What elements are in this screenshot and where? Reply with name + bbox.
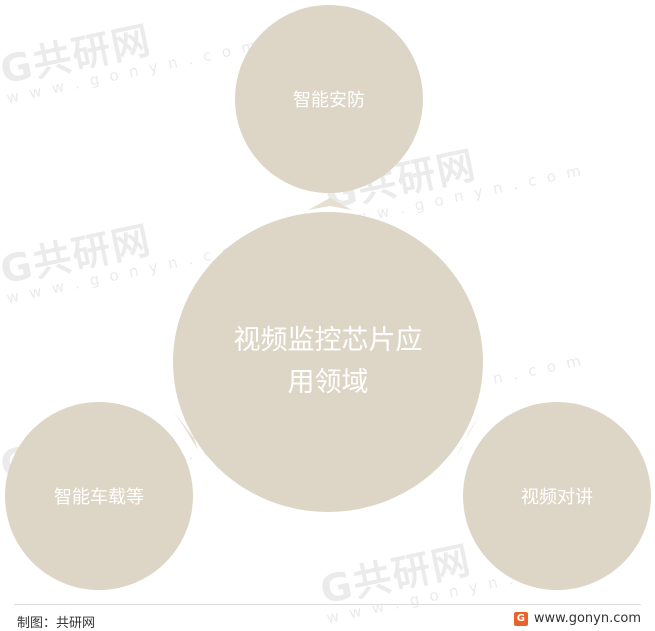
footer-site[interactable]: G www.gonyn.com bbox=[513, 611, 641, 626]
node-top-circle: 智能安防 bbox=[235, 5, 423, 193]
center-label-line2: 用领域 bbox=[287, 367, 369, 398]
node-label-left: 智能车载等 bbox=[54, 487, 144, 508]
center-label: 视频监控芯片应 用领域 bbox=[218, 320, 438, 404]
node-label-right: 视频对讲 bbox=[521, 487, 593, 508]
footer-site-url[interactable]: www.gonyn.com bbox=[533, 611, 641, 626]
node-label-top: 智能安防 bbox=[293, 90, 365, 111]
footer-credit: 制图：共研网 bbox=[17, 616, 96, 631]
node-left-circle: 智能车载等 bbox=[5, 402, 193, 590]
connector-top bbox=[308, 198, 352, 210]
center-circle: 视频监控芯片应 用领域 bbox=[173, 212, 483, 512]
center-label-line1: 视频监控芯片应 bbox=[233, 325, 423, 357]
gonyn-logo-icon: G bbox=[513, 611, 528, 626]
footer-divider bbox=[14, 604, 641, 605]
node-right-circle: 视频对讲 bbox=[463, 402, 651, 590]
